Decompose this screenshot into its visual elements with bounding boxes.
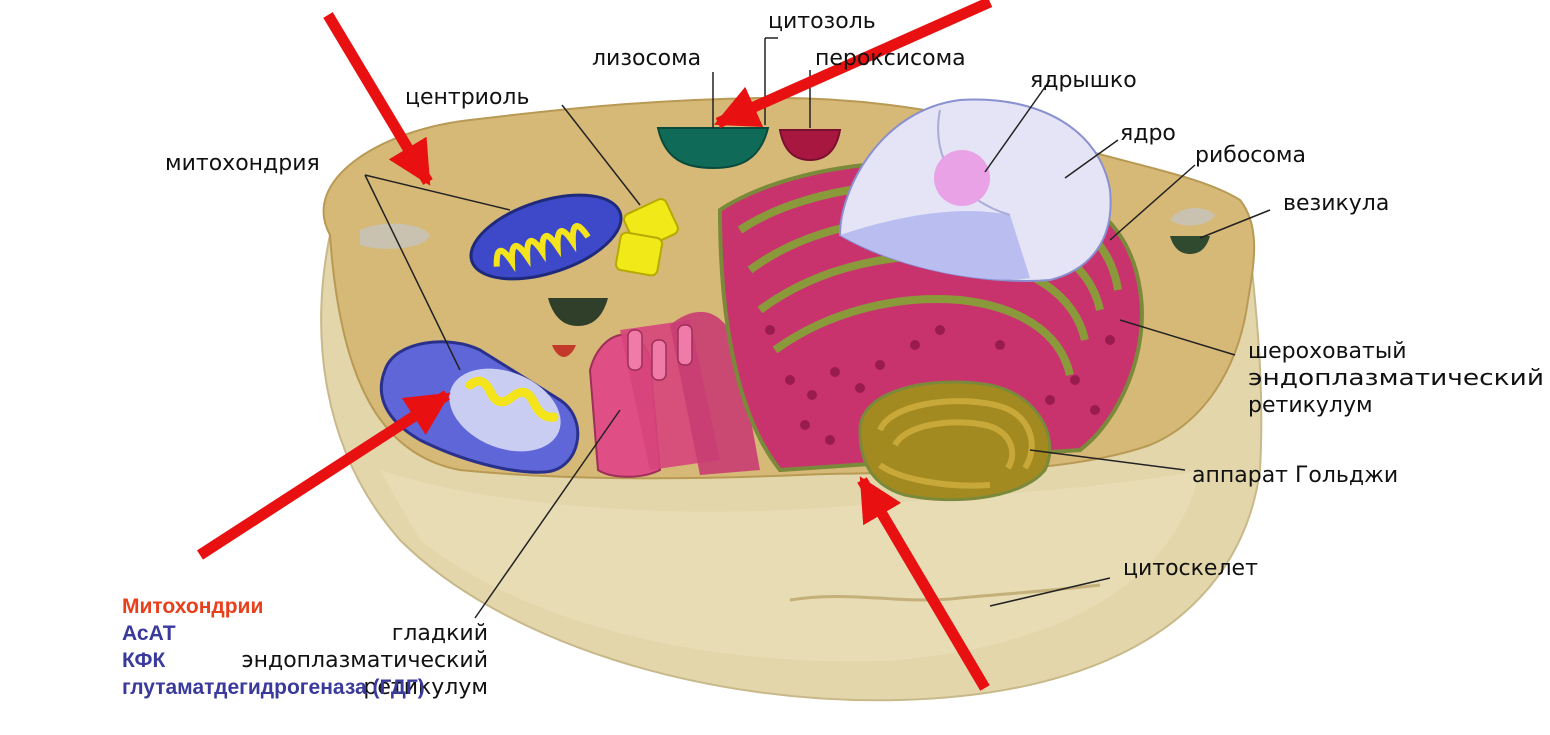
notes-item-asat: АсАТ xyxy=(122,620,425,647)
notes-item-gdh: глутаматдегидрогеназа (ГДГ) xyxy=(122,674,425,701)
golgi-organelle xyxy=(860,382,1050,500)
label-rough-er-2: эндоплазматический xyxy=(1248,366,1544,391)
label-cytoskeleton: цитоскелет xyxy=(1123,556,1258,581)
label-ribosome: рибосома xyxy=(1195,143,1306,168)
label-golgi: аппарат Гольджи xyxy=(1192,463,1398,488)
label-rough-er-1: шероховатый xyxy=(1248,339,1407,364)
notes-title: Митохондрии xyxy=(122,593,425,620)
label-rough-er-3: ретикулум xyxy=(1248,393,1373,418)
label-centriole: центриоль xyxy=(405,85,529,110)
label-cytosol: цитозоль xyxy=(768,9,876,34)
label-lysosome: лизосома xyxy=(592,46,701,71)
label-peroxisome: пероксисома xyxy=(815,46,966,71)
label-mitochondrion: митохондрия xyxy=(165,151,320,176)
notes-item-ck: КФК xyxy=(122,647,425,674)
label-nucleus: ядро xyxy=(1120,121,1176,146)
label-vesicle: везикула xyxy=(1283,191,1389,216)
enzyme-notes: Митохондрии АсАТ КФК глутаматдегидрогена… xyxy=(122,593,425,701)
label-nucleolus: ядрышко xyxy=(1030,68,1137,93)
